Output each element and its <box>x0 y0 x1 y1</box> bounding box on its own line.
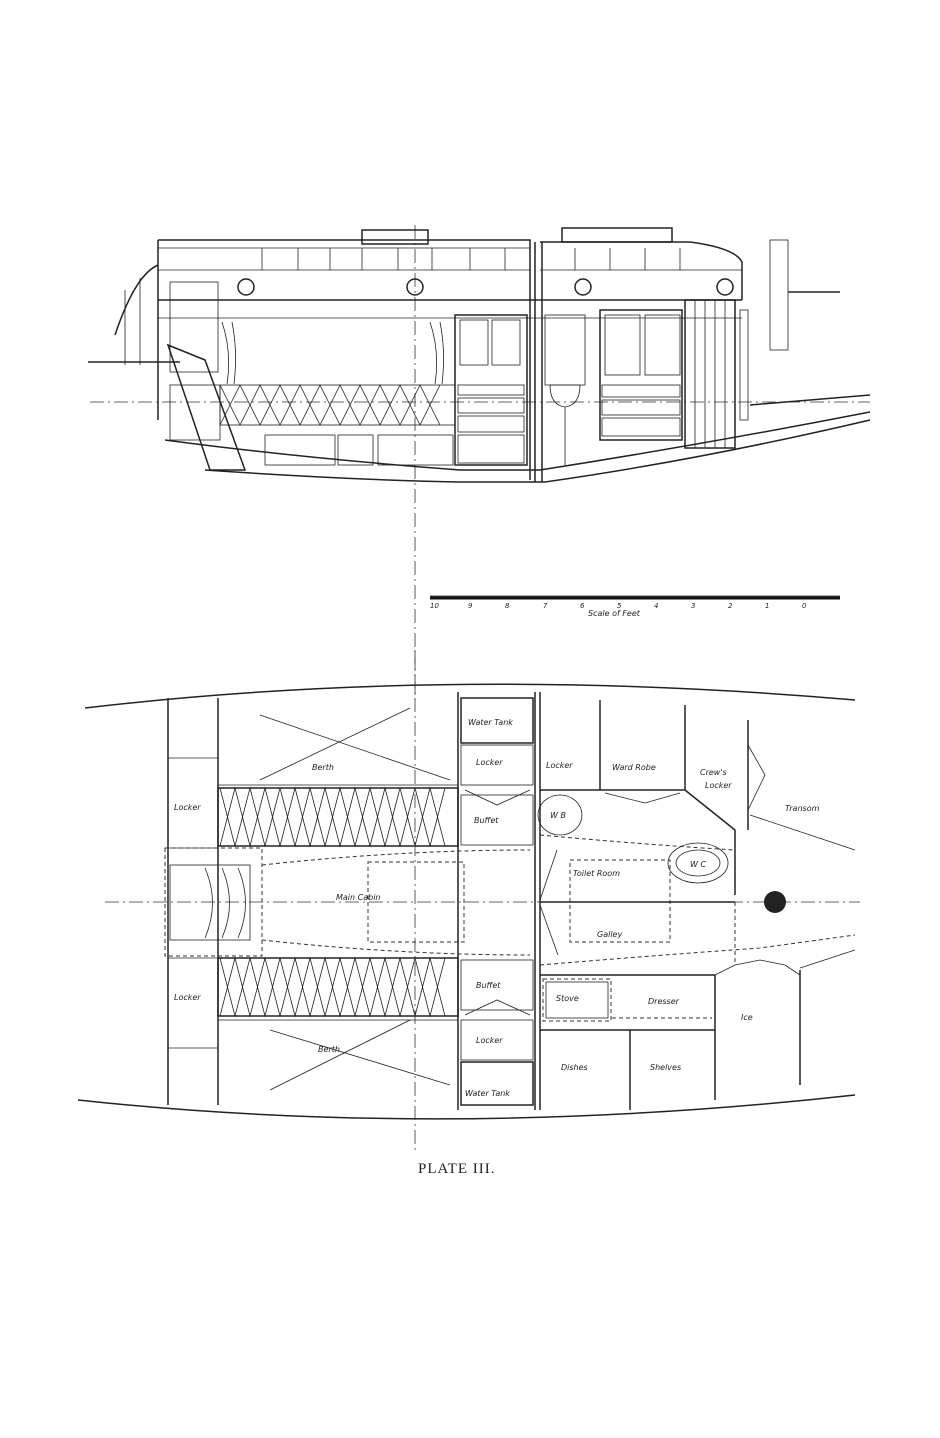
scale-tick: 9 <box>468 602 473 610</box>
scale-tick: 3 <box>691 602 695 610</box>
label-crews: Crew's <box>700 768 727 777</box>
label-locker: Locker <box>174 993 201 1002</box>
label-wc: W C <box>690 860 706 869</box>
label-berth: Berth <box>312 763 334 772</box>
label-stove: Stove <box>556 994 579 1003</box>
label-buffet: Buffet <box>476 981 501 990</box>
deck-plan: Water Tank Locker Buffet Berth Locker Ma… <box>77 650 860 1150</box>
scale-tick: 0 <box>802 602 807 610</box>
label-dishes: Dishes <box>561 1063 588 1072</box>
scale-title: Scale of Feet <box>588 609 641 618</box>
scale-tick: 6 <box>580 602 585 610</box>
scale-tick: 4 <box>654 602 658 610</box>
label-locker: Locker <box>476 758 503 767</box>
label-transom: Transom <box>785 804 820 813</box>
label-main-cabin: Main Cabin <box>336 893 381 902</box>
scale-of-feet: 10 9 8 7 6 5 4 3 2 1 0 Scale of Feet <box>430 595 840 618</box>
label-locker: Locker <box>174 803 201 812</box>
scale-tick: 5 <box>617 602 622 610</box>
scale-tick: 10 <box>430 602 439 610</box>
label-ward-robe: Ward Robe <box>612 763 656 772</box>
label-water-tank: Water Tank <box>465 1089 510 1098</box>
scale-tick: 2 <box>728 602 733 610</box>
side-elevation <box>88 225 871 700</box>
plate-caption: PLATE III. <box>418 1161 496 1177</box>
label-locker: Locker <box>546 761 573 770</box>
label-wb: W B <box>550 811 566 820</box>
label-shelves: Shelves <box>650 1063 681 1072</box>
scale-tick: 7 <box>543 602 548 610</box>
scale-tick: 1 <box>765 602 769 610</box>
scale-tick: 8 <box>505 602 510 610</box>
label-locker: Locker <box>476 1036 503 1045</box>
label-crews-locker: Locker <box>705 781 732 790</box>
label-toilet-room: Toilet Room <box>573 869 620 878</box>
label-dresser: Dresser <box>648 997 680 1006</box>
label-berth: Berth <box>318 1045 340 1054</box>
label-galley: Galley <box>597 930 622 939</box>
label-water-tank: Water Tank <box>468 718 513 727</box>
label-buffet: Buffet <box>474 816 499 825</box>
label-ice: Ice <box>741 1013 753 1022</box>
